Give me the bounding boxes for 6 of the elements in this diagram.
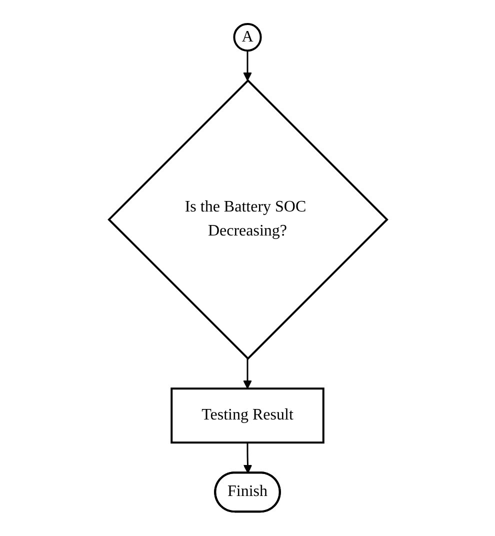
node-box: Testing Result — [170, 388, 324, 444]
node-diamond: Is the Battery SOC Decreasing? — [107, 79, 388, 360]
arrow — [242, 50, 252, 82]
arrow — [242, 442, 252, 474]
arrow — [242, 358, 252, 390]
node-circle: A — [232, 23, 262, 52]
